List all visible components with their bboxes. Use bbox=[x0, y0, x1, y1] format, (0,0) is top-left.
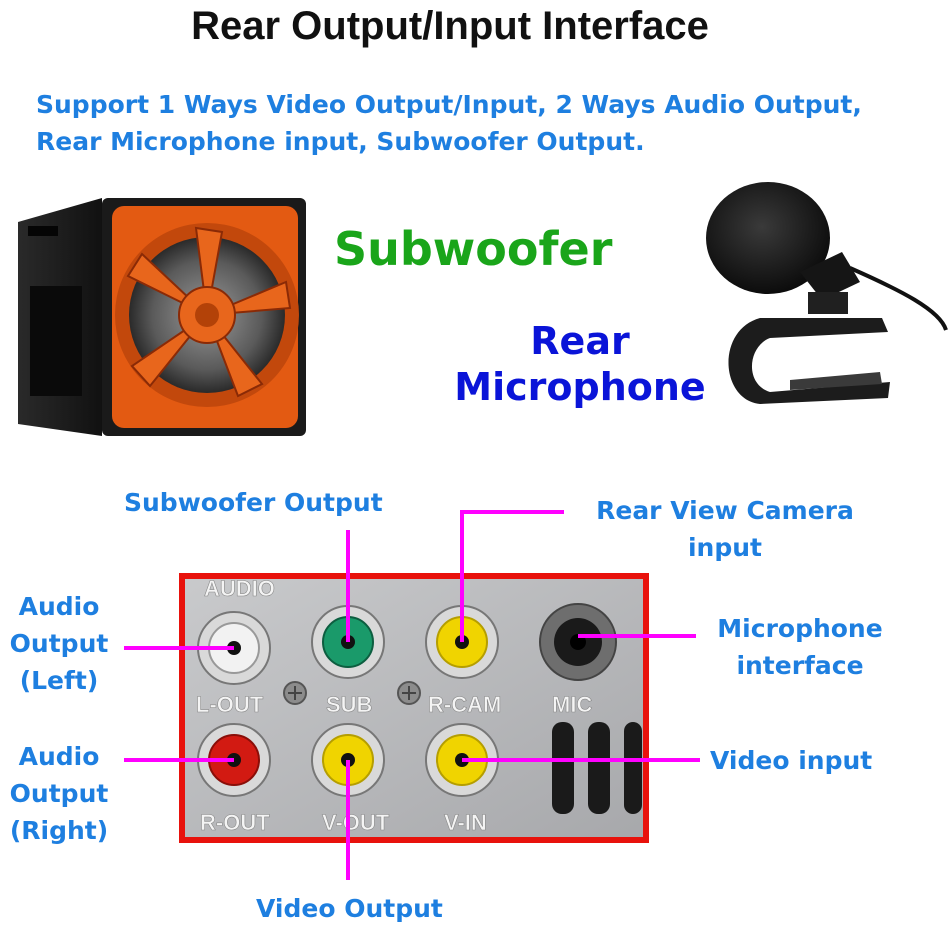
mic-heading-line1: Rear bbox=[530, 319, 630, 363]
callout-microphone-line1: Microphone bbox=[717, 614, 883, 643]
panel-label-r-out: R-OUT bbox=[200, 810, 270, 835]
callout-microphone-interface: Microphone interface bbox=[700, 610, 900, 684]
panel-label-audio: AUDIO bbox=[204, 576, 275, 601]
callout-audio-output-right: Audio Output (Right) bbox=[0, 738, 118, 849]
callout-video-input: Video input bbox=[710, 746, 873, 775]
jack-mic bbox=[539, 603, 617, 681]
feature-summary: Support 1 Ways Video Output/Input, 2 Way… bbox=[36, 90, 862, 156]
callout-audio-left-line2: Output bbox=[9, 629, 109, 658]
panel-label-r-cam: R-CAM bbox=[428, 692, 501, 717]
callout-rear-camera-line2: input bbox=[687, 533, 762, 562]
panel-label-l-out: L-OUT bbox=[196, 692, 264, 717]
panel-label-v-out: V-OUT bbox=[322, 810, 390, 835]
callout-audio-right-line1: Audio bbox=[18, 742, 100, 771]
panel-label-sub: SUB bbox=[326, 692, 372, 717]
panel-label-v-in: V-IN bbox=[444, 810, 487, 835]
panel-label-mic: MIC bbox=[552, 692, 592, 717]
mic-heading-line2: Microphone bbox=[454, 365, 706, 409]
callout-microphone-line2: interface bbox=[736, 651, 864, 680]
leader-rear-camera bbox=[460, 510, 564, 642]
rear-microphone-heading: Rear Microphone bbox=[440, 318, 720, 410]
page-title: Rear Output/Input Interface bbox=[191, 4, 709, 48]
callout-audio-left-line1: Audio bbox=[18, 592, 100, 621]
subwoofer-heading: Subwoofer bbox=[334, 222, 613, 276]
callout-rear-view-camera: Rear View Camera input bbox=[560, 492, 890, 566]
subwoofer-image bbox=[18, 198, 306, 436]
callout-rear-camera-line1: Rear View Camera bbox=[596, 496, 854, 525]
callout-audio-left-line3: (Left) bbox=[19, 666, 99, 695]
callout-audio-right-line2: Output bbox=[9, 779, 109, 808]
leader-lines bbox=[124, 510, 700, 880]
microphone-image bbox=[706, 182, 948, 404]
callout-video-output: Video Output bbox=[256, 894, 443, 923]
callout-audio-right-line3: (Right) bbox=[9, 816, 109, 845]
callout-audio-output-left: Audio Output (Left) bbox=[0, 588, 118, 699]
callout-subwoofer-output: Subwoofer Output bbox=[124, 488, 383, 517]
